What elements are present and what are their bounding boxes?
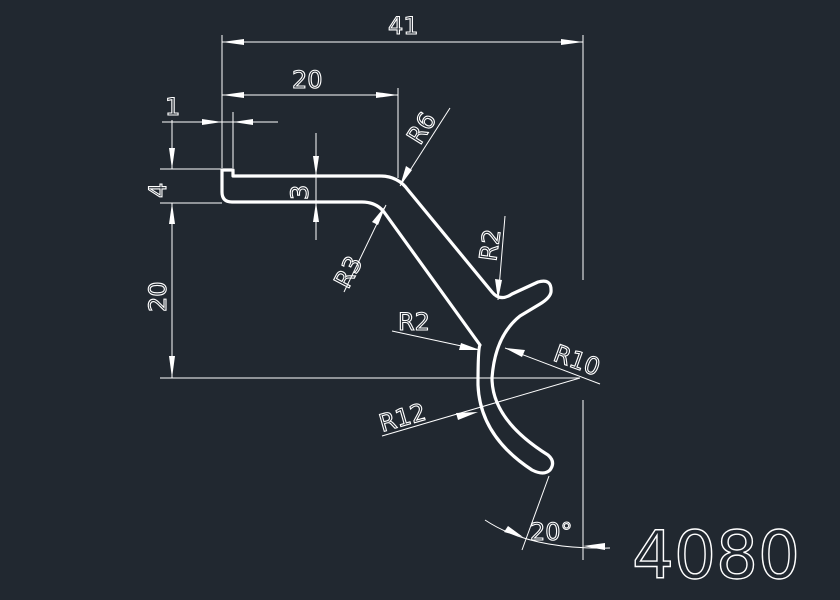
- dimension-1: 1: [162, 92, 278, 168]
- angle-20: 20°: [484, 400, 611, 560]
- radius-r2-top: R2: [474, 215, 507, 301]
- dim-text-20-top: 20: [292, 66, 323, 94]
- dim-text-r3: R3: [329, 251, 369, 292]
- dim-text-4: 4: [144, 183, 172, 198]
- dimension-20-top: 20: [222, 65, 399, 178]
- dim-text-r12: R12: [376, 398, 429, 438]
- radius-r2-left: R2: [391, 307, 481, 351]
- dim-text-41: 41: [388, 12, 419, 40]
- radius-r3: R3: [328, 204, 387, 293]
- dimension-20-left: 20: [143, 203, 580, 379]
- dim-text-r2-left: R2: [398, 308, 430, 336]
- radius-r10: R10: [504, 339, 604, 385]
- part-number: 4080: [632, 517, 800, 594]
- dimension-3: 3: [285, 133, 319, 240]
- dim-text-r2-top: R2: [474, 227, 506, 263]
- dimension-41: 41: [221, 11, 584, 280]
- dim-text-r10: R10: [550, 339, 604, 381]
- profile-outline: [220, 168, 555, 475]
- radius-r6: R6: [399, 107, 451, 187]
- dimension-4: 4: [143, 120, 222, 224]
- dim-text-1: 1: [165, 93, 180, 121]
- dim-text-20-left: 20: [144, 281, 172, 312]
- dim-text-r6: R6: [401, 107, 442, 149]
- dim-text-angle: 20°: [530, 518, 573, 546]
- dim-text-3: 3: [286, 185, 314, 200]
